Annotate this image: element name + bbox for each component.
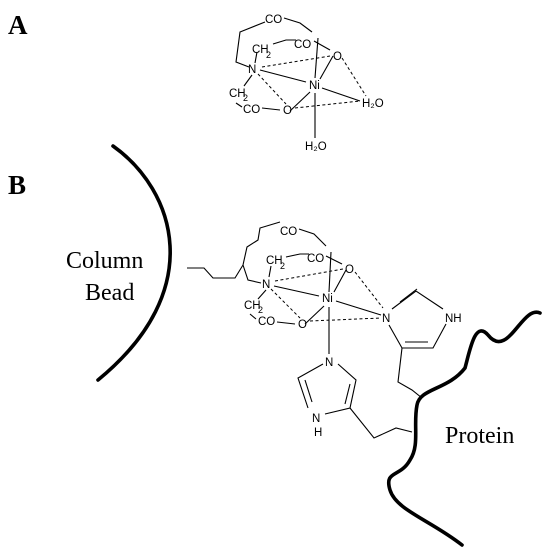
b-ch-label-top: CH [266,255,283,267]
b-ni-o-right-bond [333,269,347,293]
b-n-ch2-bond [257,289,267,300]
b-n-ni-bond [273,285,320,297]
imidazole2-ring-right [324,363,357,415]
ch-label-bottom: CH [229,88,246,100]
b-co-o-bond [325,255,343,265]
carboxyl-label-bottom: CO [243,104,260,116]
b-coord-n-o-bottom [270,288,301,319]
imidazole1-double-inner [399,288,418,303]
bead-label-line2: Bead [85,280,134,306]
b-coord-n-o [274,268,344,282]
carboxyl-top-bond [283,17,313,33]
imidazole2-double-left [304,379,313,403]
ch-label-top: CH [252,44,269,56]
co-o-bond [313,40,331,51]
carboxyl-label-top: CO [265,14,282,26]
histidine-imidazole-lower: N N H [297,357,413,439]
ni-o-right-bond [319,55,334,80]
imidazole2-ring-left [297,363,324,409]
co-o-bottom-bond [261,107,281,111]
coord-n-o-bottom [257,73,287,105]
ch2-co-bond [272,39,296,45]
b-arm-top-bond [242,221,281,266]
b-oxygen-label-bottom: O [298,319,307,331]
ch2-top-bond [254,51,258,64]
b-coord-o-his [354,271,384,309]
bead-linker [187,264,244,279]
ni-nta-complex: CO CH 2 CO O N Ni CH 2 H₂O CO O H₂O [229,14,384,153]
b-nitrogen-label: N [262,279,270,291]
column-bead-outline [96,144,172,382]
b-ch-subscript-bottom: 2 [258,305,263,315]
b-oxygen-label-right: O [345,264,354,276]
ni-nta-his-complex: CO CH 2 CO O N Ni CH 2 CO O [242,221,384,354]
ch2-co-bottom-bond [235,102,243,108]
imidazole2-n-bottom-label: N [312,413,320,425]
b-carboxyl-label-top: CO [280,226,297,238]
imidazole2-double-right [344,383,351,405]
ch-subscript-bottom: 2 [243,93,248,103]
panel-label-a: A [8,10,28,40]
imidazole2-side-chain [349,407,413,439]
water-label-axial: H₂O [305,141,327,153]
b-co-o-bottom-bond [276,321,296,325]
carboxyl-label-mid: CO [294,39,311,51]
imidazole1-ring-bottom [388,323,447,349]
bead-label-line1: Column [66,248,143,274]
b-carboxyl-label-mid: CO [307,253,324,265]
protein-outline [386,310,542,547]
imidazole2-h-label: H [314,427,322,439]
histidine-imidazole-right: N NH [382,288,462,399]
o-ni-bottom-bond [289,91,311,112]
nickel-label: Ni [309,80,320,92]
b-ch-label-bottom: CH [244,300,261,312]
b-coord-o-his-bottom [309,317,382,322]
b-ch2-co-bottom-bond [249,313,257,320]
coord-o-water [341,57,367,97]
b-backbone-bond [242,264,262,284]
imidazole2-n-label: N [325,357,333,369]
b-ni-his1-bond [335,300,382,316]
imidazole1-side-chain [397,347,423,399]
b-o-ni-bottom-bond [304,305,325,325]
imidazole1-nh-label: NH [445,313,462,325]
coord-o-water-bottom [294,100,361,109]
arm-top-bond [235,21,266,68]
imidazole1-n-label: N [382,313,390,325]
n-ch2-bond [243,74,253,87]
b-ch2-top-bond [268,265,272,278]
coord-n-o [261,55,331,68]
ni-water-bond [321,87,361,102]
b-ni-carboxyl-axial-bond [328,251,332,293]
oxygen-label-right: O [333,51,342,63]
panel-label-b: B [8,170,26,200]
nitrogen-label: N [248,64,256,76]
protein-label: Protein [445,423,514,449]
ch-subscript-top: 2 [266,50,271,60]
b-carboxyl-label-bottom: CO [258,316,275,328]
imidazole1-ring-top [391,290,444,310]
water-label-equatorial: H₂O [362,98,384,110]
b-nickel-label: Ni [322,293,333,305]
oxygen-label-bottom: O [283,105,292,117]
n-ni-bond [259,69,307,83]
b-carboxyl-top-bond [298,228,327,247]
b-ch2-co-bond [285,253,309,258]
b-ch-subscript-top: 2 [280,261,285,271]
